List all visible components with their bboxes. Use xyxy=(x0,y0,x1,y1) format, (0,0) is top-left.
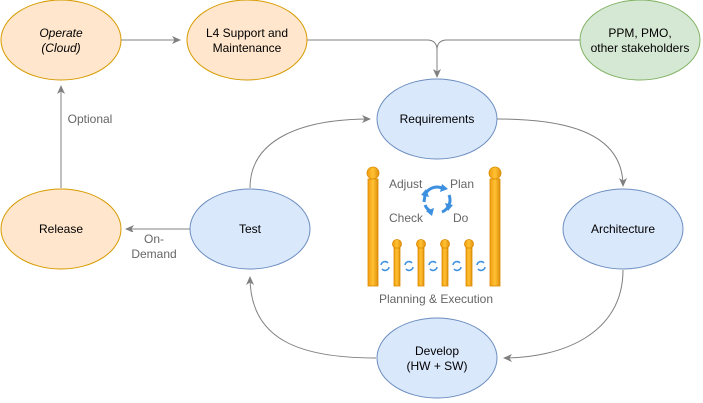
node-l4-line2: Maintenance xyxy=(213,41,282,55)
node-release[interactable]: Release xyxy=(0,188,122,270)
pillar-tall-right xyxy=(488,166,502,287)
pillar-short-4 xyxy=(464,239,474,287)
edge-stakeholders-to-requirements xyxy=(436,39,580,51)
mini-cycle-icon xyxy=(428,260,438,272)
node-stakeholders-line2: other stakeholders xyxy=(591,41,690,55)
node-stakeholders[interactable]: PPM, PMO, other stakeholders xyxy=(579,0,701,81)
pdca-plan-label: Plan xyxy=(450,177,474,191)
node-stakeholders-line1: PPM, PMO, xyxy=(608,26,671,40)
edge-requirements-to-architecture xyxy=(496,118,627,187)
edge-label-on-demand-line1: On- xyxy=(144,232,164,246)
node-test-label: Test xyxy=(239,222,262,236)
planning-execution-graphic: Adjust Plan Check Do Planning & Executio… xyxy=(366,166,502,306)
node-requirements-label: Requirements xyxy=(400,112,475,126)
pdca-check-label: Check xyxy=(389,211,424,225)
node-architecture[interactable]: Architecture xyxy=(562,188,684,270)
mini-cycle-icon xyxy=(476,260,486,272)
pillar-short-2 xyxy=(416,239,426,287)
mini-cycle-icon xyxy=(380,260,390,272)
edge-test-to-requirements xyxy=(249,115,371,189)
pillar-short-3 xyxy=(440,239,450,287)
node-operate-line1: Operate xyxy=(39,26,83,40)
node-l4-line1: L4 Support and xyxy=(206,26,288,40)
edge-develop-to-test xyxy=(246,276,377,359)
edge-label-on-demand-line2: Demand xyxy=(131,247,176,261)
pillar-tall-left xyxy=(366,166,380,287)
node-test[interactable]: Test xyxy=(189,188,311,270)
node-operate-line2: (Cloud) xyxy=(41,41,80,55)
node-develop[interactable]: Develop (HW + SW) xyxy=(376,317,498,399)
node-release-label: Release xyxy=(39,222,83,236)
edges xyxy=(57,36,627,362)
edge-l4-to-requirements xyxy=(307,39,441,78)
pillar-short-1 xyxy=(392,239,402,287)
node-architecture-label: Architecture xyxy=(591,222,655,236)
pdca-do-label: Do xyxy=(453,211,469,225)
node-requirements[interactable]: Requirements xyxy=(376,78,498,160)
node-develop-line2: (HW + SW) xyxy=(407,359,468,373)
edge-architecture-to-develop xyxy=(503,269,624,362)
mini-cycle-icon xyxy=(404,260,414,272)
node-operate[interactable]: Operate (Cloud) xyxy=(0,0,122,81)
pdca-cycle-icon xyxy=(421,184,453,216)
edge-label-optional: Optional xyxy=(68,112,113,126)
pdca-adjust-label: Adjust xyxy=(389,177,423,191)
node-develop-line1: Develop xyxy=(415,344,459,358)
node-l4-support[interactable]: L4 Support and Maintenance xyxy=(186,0,308,81)
mini-cycle-icon xyxy=(452,260,462,272)
planning-execution-caption: Planning & Execution xyxy=(379,292,493,306)
